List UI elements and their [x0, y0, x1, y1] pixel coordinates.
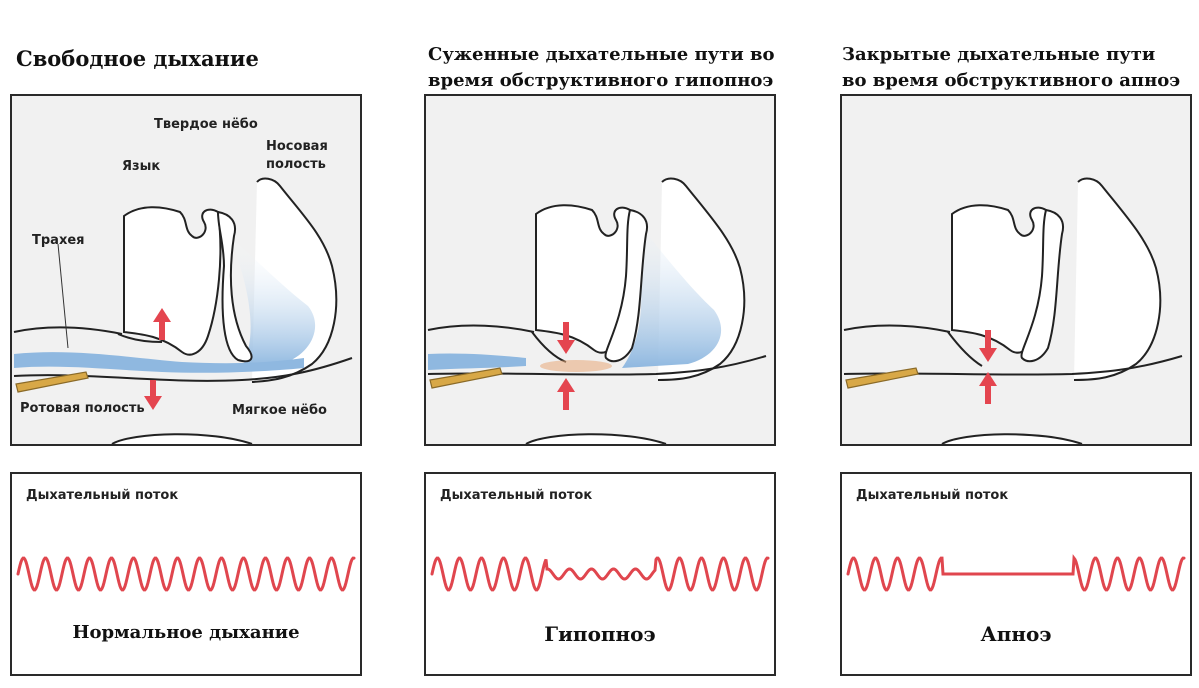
airflow-plume	[230, 236, 316, 368]
anatomy-panel-free: Твердое нёбо Язык Носовая полость Трахея…	[10, 94, 362, 446]
flow-label: Дыхательный поток	[26, 488, 179, 503]
airflow-plume	[622, 206, 722, 368]
title-free-breathing: Свободное дыхание	[16, 46, 259, 71]
arrow-down	[979, 330, 997, 362]
label-soft-palate: Мягкое нёбо	[232, 403, 327, 418]
anatomy-drawing-apnea	[843, 177, 1183, 444]
airflow-stream-partial	[428, 353, 526, 370]
airflow-stream	[14, 352, 304, 373]
flow-wave-apnea	[846, 554, 1186, 592]
trachea-tube	[15, 371, 89, 393]
arrow-down	[557, 322, 575, 354]
anatomy-panel-hypopnea	[424, 94, 776, 446]
label-nasal-cavity-1: Носовая	[266, 139, 328, 154]
flow-wave-normal	[16, 556, 356, 592]
trachea-pointer	[57, 243, 69, 349]
flow-panel-apnea: Дыхательный поток Апноэ	[840, 472, 1192, 676]
label-trachea: Трахея	[32, 233, 85, 248]
label-hard-palate: Твердое нёбо	[154, 117, 258, 132]
trachea-tube	[429, 367, 503, 389]
caption-hypopnea: Гипопноэ	[544, 622, 656, 646]
caption-apnea: Апноэ	[980, 622, 1052, 646]
flow-wave-hypopnea	[430, 556, 770, 592]
label-oral-cavity: Ротовая полость	[20, 401, 145, 416]
anatomy-drawing-free	[13, 177, 353, 444]
flow-label: Дыхательный поток	[440, 488, 593, 503]
anatomy-drawing-hypopnea	[427, 177, 767, 444]
arrow-up	[979, 372, 997, 404]
flow-panel-normal: Дыхательный поток Нормальное дыхание	[10, 472, 362, 676]
flow-panel-hypopnea: Дыхательный поток Гипопноэ	[424, 472, 776, 676]
anatomy-panel-apnea	[840, 94, 1192, 446]
label-nasal-cavity-2: полость	[266, 157, 326, 172]
caption-normal: Нормальное дыхание	[72, 622, 300, 643]
label-tongue: Язык	[122, 159, 161, 174]
trachea-tube	[845, 367, 919, 389]
narrowing-glow	[540, 360, 612, 372]
arrow-up	[557, 378, 575, 410]
flow-label: Дыхательный поток	[856, 488, 1009, 503]
title-hypopnea: Суженные дыхательные пути во время обстр…	[428, 44, 775, 91]
title-apnea: Закрытые дыхательные пути во время обстр…	[842, 44, 1181, 91]
arrow-down	[144, 380, 162, 410]
arrow-up	[153, 308, 171, 340]
